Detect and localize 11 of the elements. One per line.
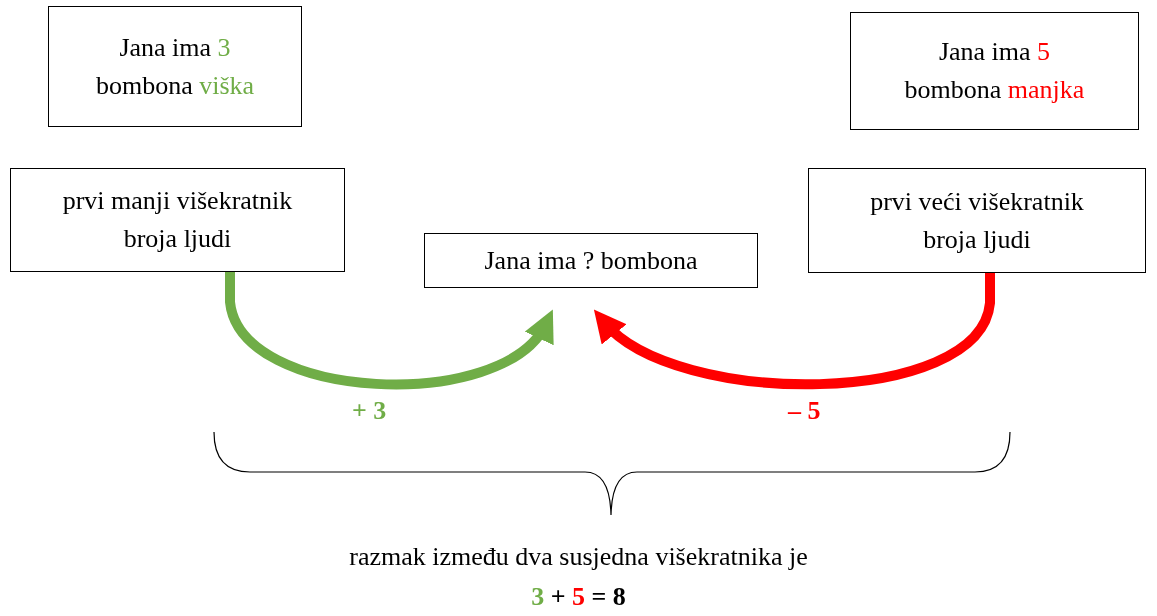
text-box: Jana ima 5 bombona manjka [850,12,1139,130]
equation: 3 + 5 = 8 [530,582,627,612]
text-box: prvi manji višekratnik broja ljudi [10,168,345,272]
text-box: Jana ima 3 bombona viška [48,6,302,127]
curved-arrow [592,273,995,390]
text-box: Jana ima ? bombona [424,233,758,288]
text-box: prvi veći višekratnik broja ljudi [808,168,1146,273]
curved-arrow [225,272,556,389]
note-text: razmak između dva susjedna višekratnika je [348,542,809,572]
edge-label: + 3 [352,396,387,426]
edge-label: – 5 [788,396,821,426]
